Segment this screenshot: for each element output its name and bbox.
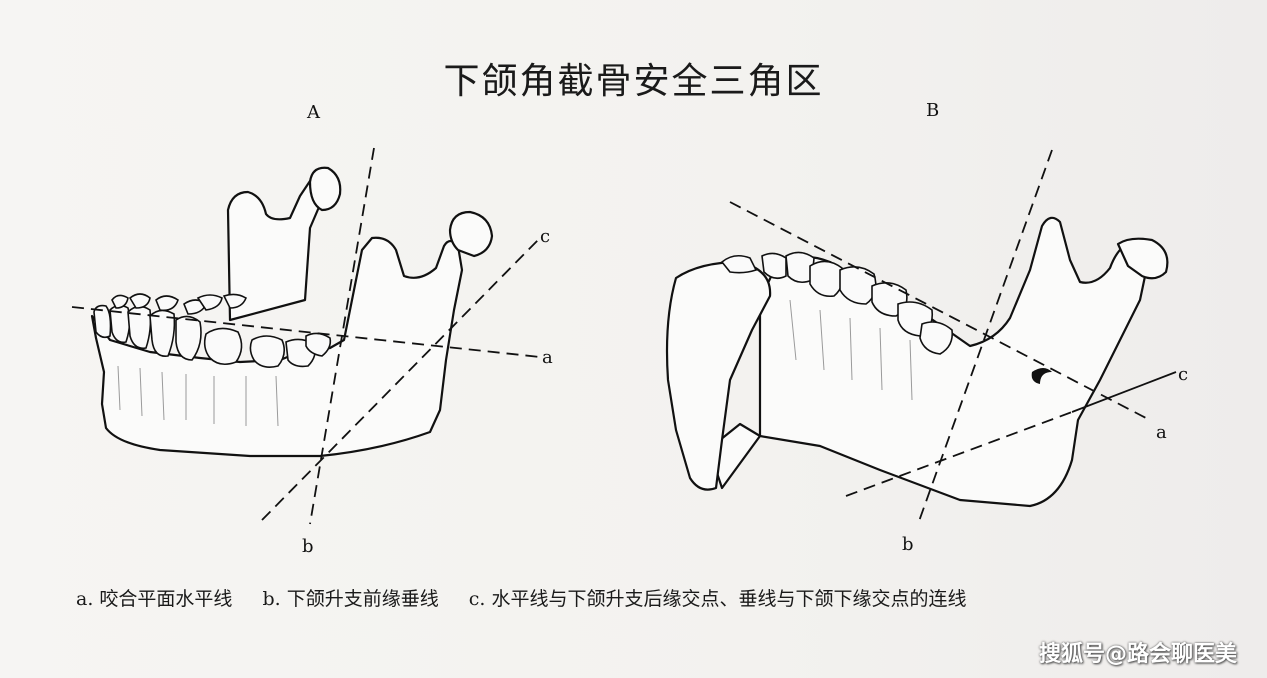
- line-label-b-panel-a: b: [302, 536, 314, 557]
- root-shading-a: [117, 365, 279, 427]
- line-b-panel-a: [309, 147, 375, 525]
- line-a-panel-a: [71, 306, 541, 358]
- line-a-panel-b: [729, 201, 1147, 419]
- chin-b: [665, 260, 772, 491]
- far-condyle-a: [308, 166, 342, 212]
- condyle-a: [448, 210, 494, 258]
- condyle-b: [1116, 237, 1169, 280]
- line-c-panel-b-solid: [1071, 371, 1177, 413]
- root-shading-b: [789, 299, 913, 401]
- line-label-a-panel-b: a: [1156, 422, 1167, 443]
- figure-title: 下颌角截骨安全三角区: [443, 61, 824, 102]
- caption-item-c: c. 水平线与下颌升支后缘交点、垂线与下颌下缘交点的连线: [468, 588, 967, 610]
- caption-item-b: b. 下颌升支前缘垂线: [262, 588, 439, 610]
- watermark: 搜狐号@路会聊医美: [1038, 642, 1237, 667]
- line-c-panel-a: [261, 239, 539, 521]
- mandible-a: a b c: [71, 147, 553, 557]
- line-c-panel-b-dashed: [845, 411, 1073, 497]
- far-ramus-a: [226, 176, 324, 322]
- line-label-a-panel-a: a: [542, 347, 553, 368]
- teeth-a: [93, 293, 332, 368]
- caption-item-a: a. 咬合平面水平线: [76, 588, 233, 610]
- line-label-b-panel-b: b: [902, 534, 914, 555]
- panel-a-label: A: [307, 102, 320, 123]
- mandibular-foramen-b: [1031, 368, 1052, 384]
- line-label-c-panel-a: c: [540, 226, 550, 247]
- mandible-b: a b c: [665, 149, 1188, 555]
- teeth-b: [720, 251, 954, 355]
- line-label-c-panel-b: c: [1178, 364, 1188, 385]
- panel-b-label: B: [926, 100, 940, 121]
- figure-caption: a. 咬合平面水平线 b. 下颌升支前缘垂线 c. 水平线与下颌升支后缘交点、垂…: [76, 584, 991, 611]
